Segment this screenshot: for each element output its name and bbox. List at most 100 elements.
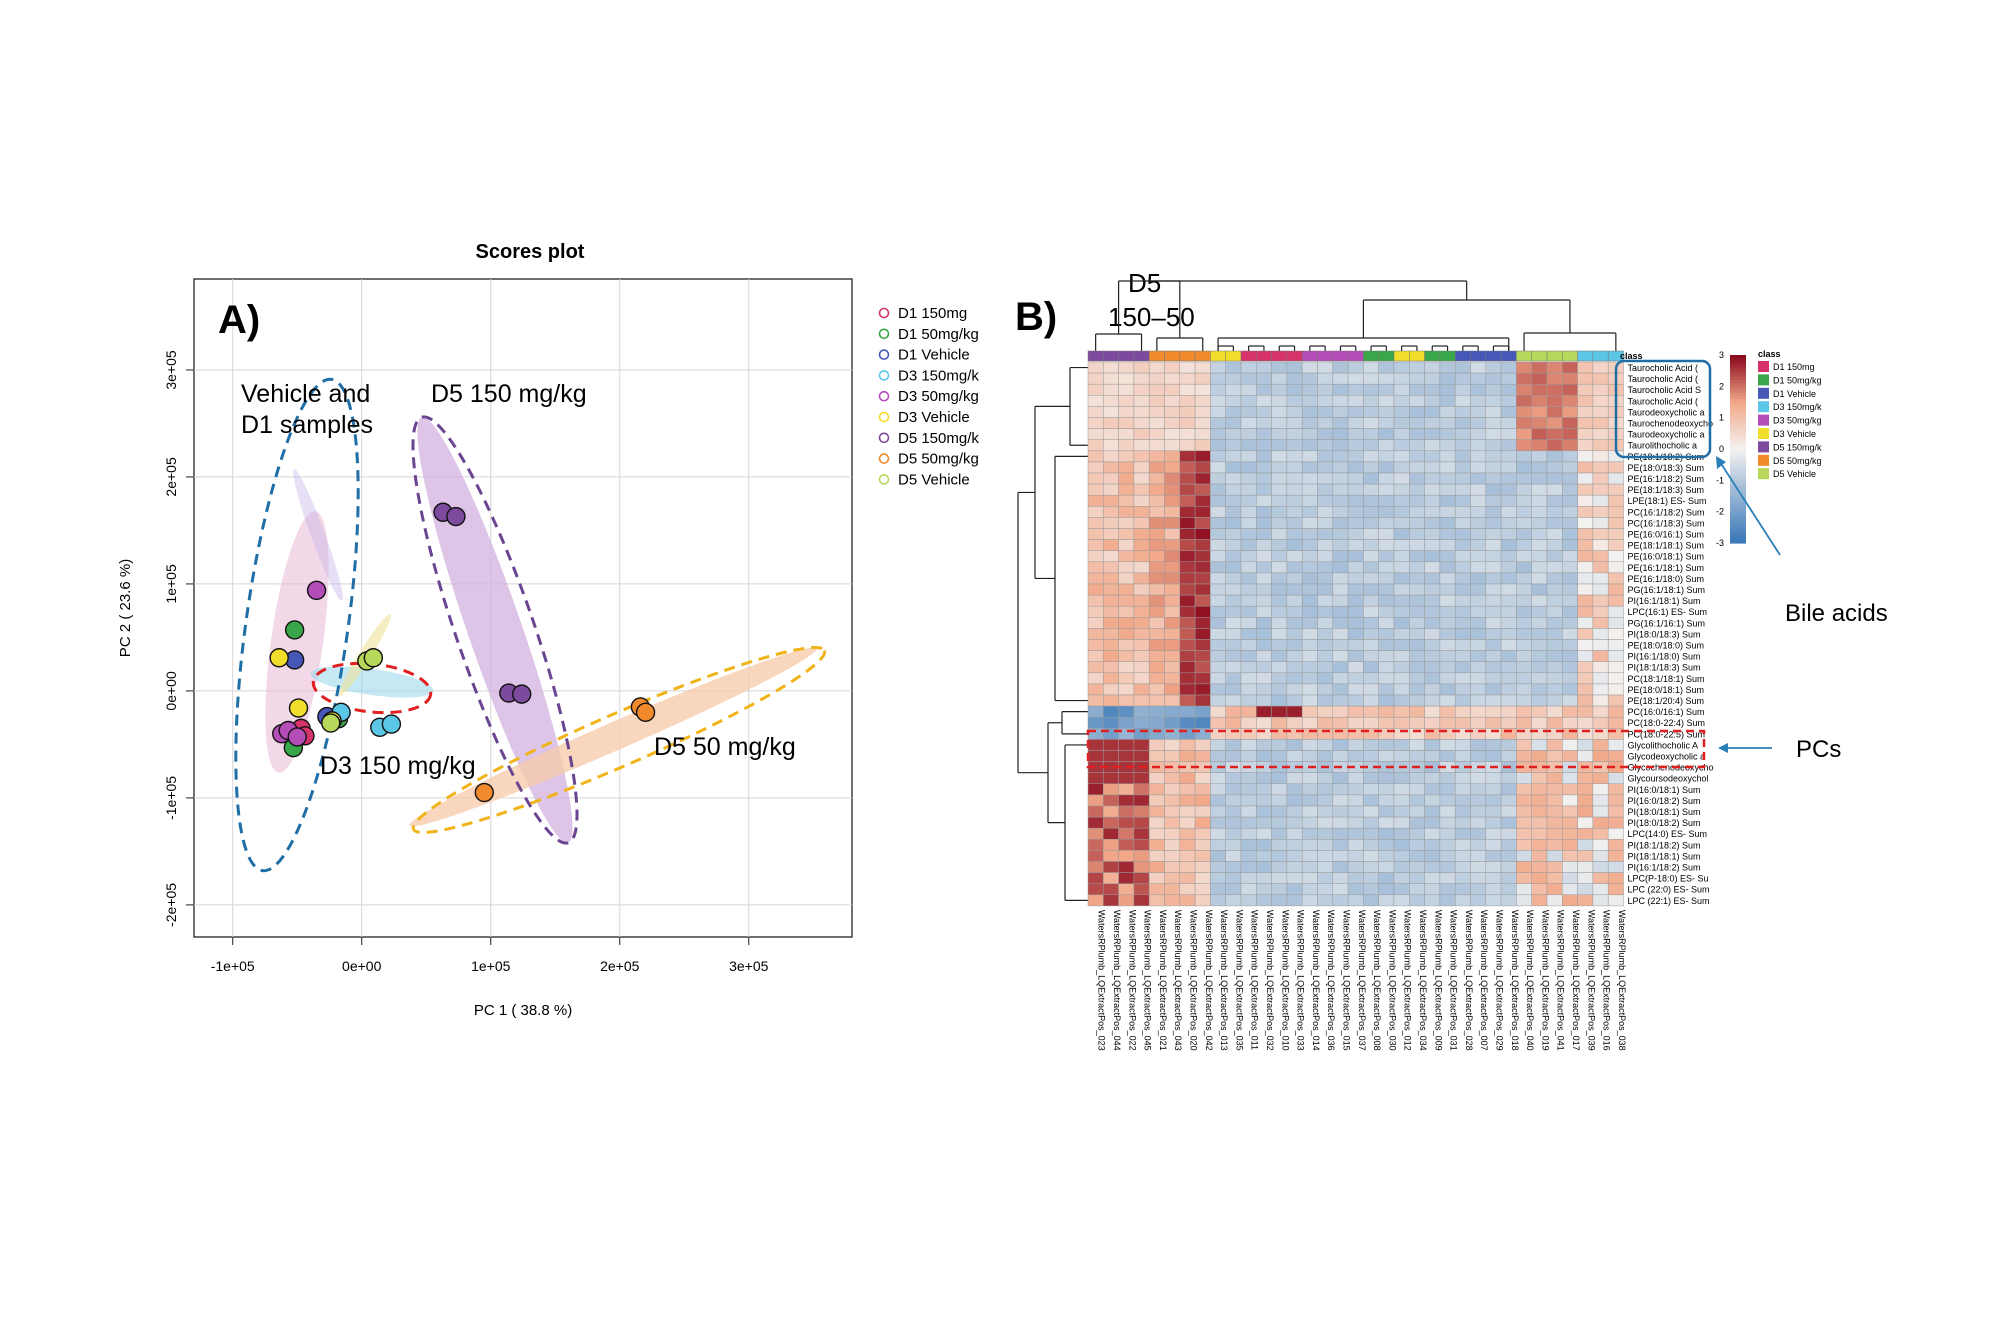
heatmap-cell — [1454, 594, 1471, 607]
heatmap-cell — [1103, 372, 1119, 385]
heatmap-cell — [1500, 816, 1517, 829]
heatmap-cell — [1256, 594, 1272, 607]
heatmap-cell — [1546, 705, 1563, 718]
heatmap-cell — [1454, 816, 1471, 829]
heatmap-cell — [1256, 361, 1272, 374]
heatmap-cell — [1240, 617, 1257, 629]
heatmap-cell — [1424, 839, 1441, 851]
heatmap-cell — [1332, 650, 1349, 662]
heatmap-cell — [1271, 539, 1288, 551]
heatmap-cell — [1393, 561, 1410, 574]
heatmap-cell — [1087, 361, 1104, 374]
class-bar-cell — [1363, 350, 1379, 362]
heatmap-cell — [1500, 372, 1517, 385]
heatmap-cell — [1164, 872, 1181, 884]
heatmap-cell — [1592, 361, 1609, 374]
heatmap-cell — [1240, 805, 1257, 818]
heatmap-cell — [1516, 472, 1532, 485]
heatmap-cell — [1378, 683, 1395, 696]
heatmap-cell — [1301, 661, 1318, 674]
heatmap-cell — [1133, 650, 1150, 662]
heatmap-cell — [1592, 594, 1609, 607]
heatmap-cell — [1087, 450, 1104, 463]
heatmap-cell — [1164, 594, 1181, 607]
heatmap-cell — [1301, 428, 1318, 440]
heatmap-cell — [1409, 650, 1425, 662]
heatmap-cell — [1332, 639, 1349, 651]
heatmap-cell — [1103, 483, 1119, 496]
heatmap-cell — [1439, 872, 1456, 884]
heatmap-cell — [1194, 750, 1211, 762]
color-scale-step — [1730, 392, 1746, 397]
heatmap-cell — [1409, 417, 1425, 429]
heatmap-cell — [1439, 739, 1456, 751]
heatmap-cell — [1577, 361, 1594, 374]
heatmap-cell — [1485, 439, 1502, 452]
heatmap-cell — [1531, 672, 1548, 685]
heatmap-cell — [1332, 705, 1349, 718]
heatmap-cell — [1133, 528, 1150, 540]
heatmap-cell — [1332, 450, 1349, 463]
heatmap-cell — [1577, 583, 1594, 596]
heatmap-cell — [1118, 750, 1135, 762]
heatmap-cell — [1225, 739, 1242, 751]
heatmap-cell — [1347, 372, 1364, 385]
heatmap-cell — [1485, 517, 1502, 529]
heatmap-cell — [1286, 605, 1303, 618]
heatmap-cell — [1148, 483, 1165, 496]
column-label: WatersRPlumb_LQExtractPos_035 — [1234, 910, 1244, 1051]
heatmap-cell — [1240, 439, 1257, 452]
heatmap-cell — [1256, 572, 1272, 585]
heatmap-cell — [1148, 783, 1165, 796]
heatmap-cell — [1164, 705, 1181, 718]
heatmap-cell — [1424, 739, 1441, 751]
heatmap-cell — [1454, 794, 1471, 807]
class-legend-swatch — [1758, 361, 1769, 372]
heatmap-cell — [1454, 417, 1471, 429]
heatmap-cell — [1133, 461, 1150, 474]
heatmap-cell — [1194, 406, 1211, 418]
heatmap-cell — [1577, 439, 1594, 452]
heatmap-cell — [1332, 483, 1349, 496]
heatmap-cell — [1240, 472, 1257, 485]
heatmap-cell — [1225, 705, 1242, 718]
heatmap-cell — [1103, 683, 1119, 696]
heatmap-cell — [1164, 827, 1181, 840]
heatmap-cell — [1516, 550, 1532, 563]
heatmap-cell — [1363, 539, 1379, 551]
class-bar-cell — [1332, 350, 1349, 362]
heatmap-cell — [1439, 605, 1456, 618]
heatmap-cell — [1454, 839, 1471, 851]
heatmap-cell — [1577, 472, 1594, 485]
heatmap-cell — [1546, 428, 1563, 440]
heatmap-cell — [1347, 661, 1364, 674]
heatmap-cell — [1439, 628, 1456, 640]
heatmap-cell — [1592, 439, 1609, 452]
color-scale-step — [1730, 445, 1746, 450]
heatmap-cell — [1424, 517, 1441, 529]
heatmap-cell — [1485, 572, 1502, 585]
heatmap-cell — [1500, 661, 1517, 674]
heatmap-cell — [1210, 605, 1226, 618]
heatmap-cell — [1087, 383, 1104, 396]
color-scale-step — [1730, 496, 1746, 500]
heatmap-cell — [1516, 739, 1532, 751]
heatmap-cell — [1194, 594, 1211, 607]
heatmap-cell — [1210, 850, 1226, 862]
heatmap-cell — [1317, 628, 1334, 640]
heatmap-cell — [1087, 850, 1104, 862]
heatmap-cell — [1317, 472, 1334, 485]
heatmap-cell — [1485, 605, 1502, 618]
heatmap-cell — [1301, 494, 1318, 507]
heatmap-cell — [1592, 406, 1609, 418]
row-label: PI(18:0/18:2) Sum — [1628, 818, 1701, 828]
heatmap-cell — [1562, 494, 1578, 507]
heatmap-cell — [1179, 716, 1196, 729]
heatmap-cell — [1286, 816, 1303, 829]
color-scale-step — [1730, 539, 1746, 544]
row-label: PC(16:1/18:3) Sum — [1628, 518, 1705, 528]
heatmap-cell — [1439, 639, 1456, 651]
heatmap-cell — [1439, 583, 1456, 596]
heatmap-cell — [1210, 406, 1226, 418]
row-label: PI(18:1/18:1) Sum — [1628, 851, 1701, 861]
